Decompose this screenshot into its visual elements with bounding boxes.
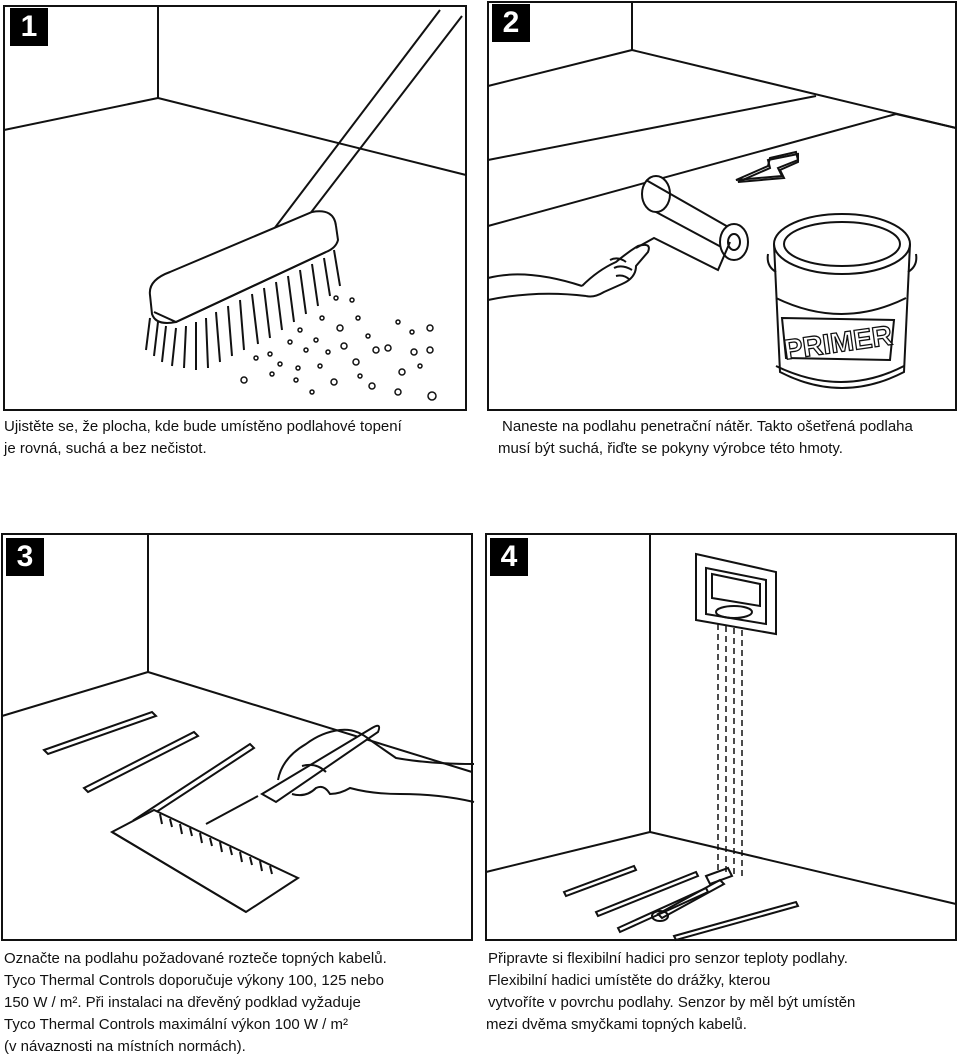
step-3-illustration: 3	[0, 532, 475, 942]
caption-line: Ujistěte se, že plocha, kde bude umístěn…	[4, 418, 402, 435]
broom-sweeping-drawing	[3, 5, 467, 411]
caption-line: Flexibilní hadici umístěte do drážky, kt…	[488, 972, 771, 989]
step-4-caption: Připravte si flexibilní hadici pro senzo…	[486, 948, 855, 1036]
step-number-badge: 3	[6, 538, 44, 576]
step-1-caption: Ujistěte se, že plocha, kde bude umístěn…	[4, 416, 402, 460]
step-number-badge: 2	[492, 4, 530, 42]
caption-line: Naneste na podlahu penetrační nátěr. Tak…	[502, 418, 913, 435]
caption-line: (v návaznosti na místních normách).	[4, 1038, 246, 1055]
caption-line: mezi dvěma smyčkami topných kabelů.	[486, 1016, 747, 1033]
caption-line: Tyco Thermal Controls doporučuje výkony …	[4, 972, 384, 989]
step-2-illustration: PRIMER 2	[486, 0, 960, 412]
sensor-hose-drawing	[485, 533, 957, 942]
step-3-caption: Označte na podlahu požadované rozteče to…	[4, 948, 387, 1058]
caption-line: Tyco Thermal Controls maximální výkon 10…	[4, 1016, 348, 1033]
caption-line: Označte na podlahu požadované rozteče to…	[4, 950, 387, 967]
caption-line: Připravte si flexibilní hadici pro senzo…	[488, 950, 848, 967]
step-2-caption: Naneste na podlahu penetrační nátěr. Tak…	[498, 416, 913, 460]
caption-line: musí být suchá, řiďte se pokyny výrobce …	[498, 440, 843, 457]
step-number-badge: 1	[10, 8, 48, 46]
step-number-badge: 4	[490, 538, 528, 576]
marking-spacing-drawing	[1, 533, 475, 941]
step-1-illustration: 1	[0, 0, 470, 412]
caption-line: 150 W / m². Při instalaci na dřevěný pod…	[4, 994, 361, 1011]
caption-line: vytvoříte v povrchu podlahy. Senzor by m…	[488, 994, 856, 1011]
caption-line: je rovná, suchá a bez nečistot.	[4, 440, 207, 457]
step-4-illustration: 4	[484, 532, 960, 942]
primer-roller-drawing: PRIMER	[487, 1, 957, 411]
